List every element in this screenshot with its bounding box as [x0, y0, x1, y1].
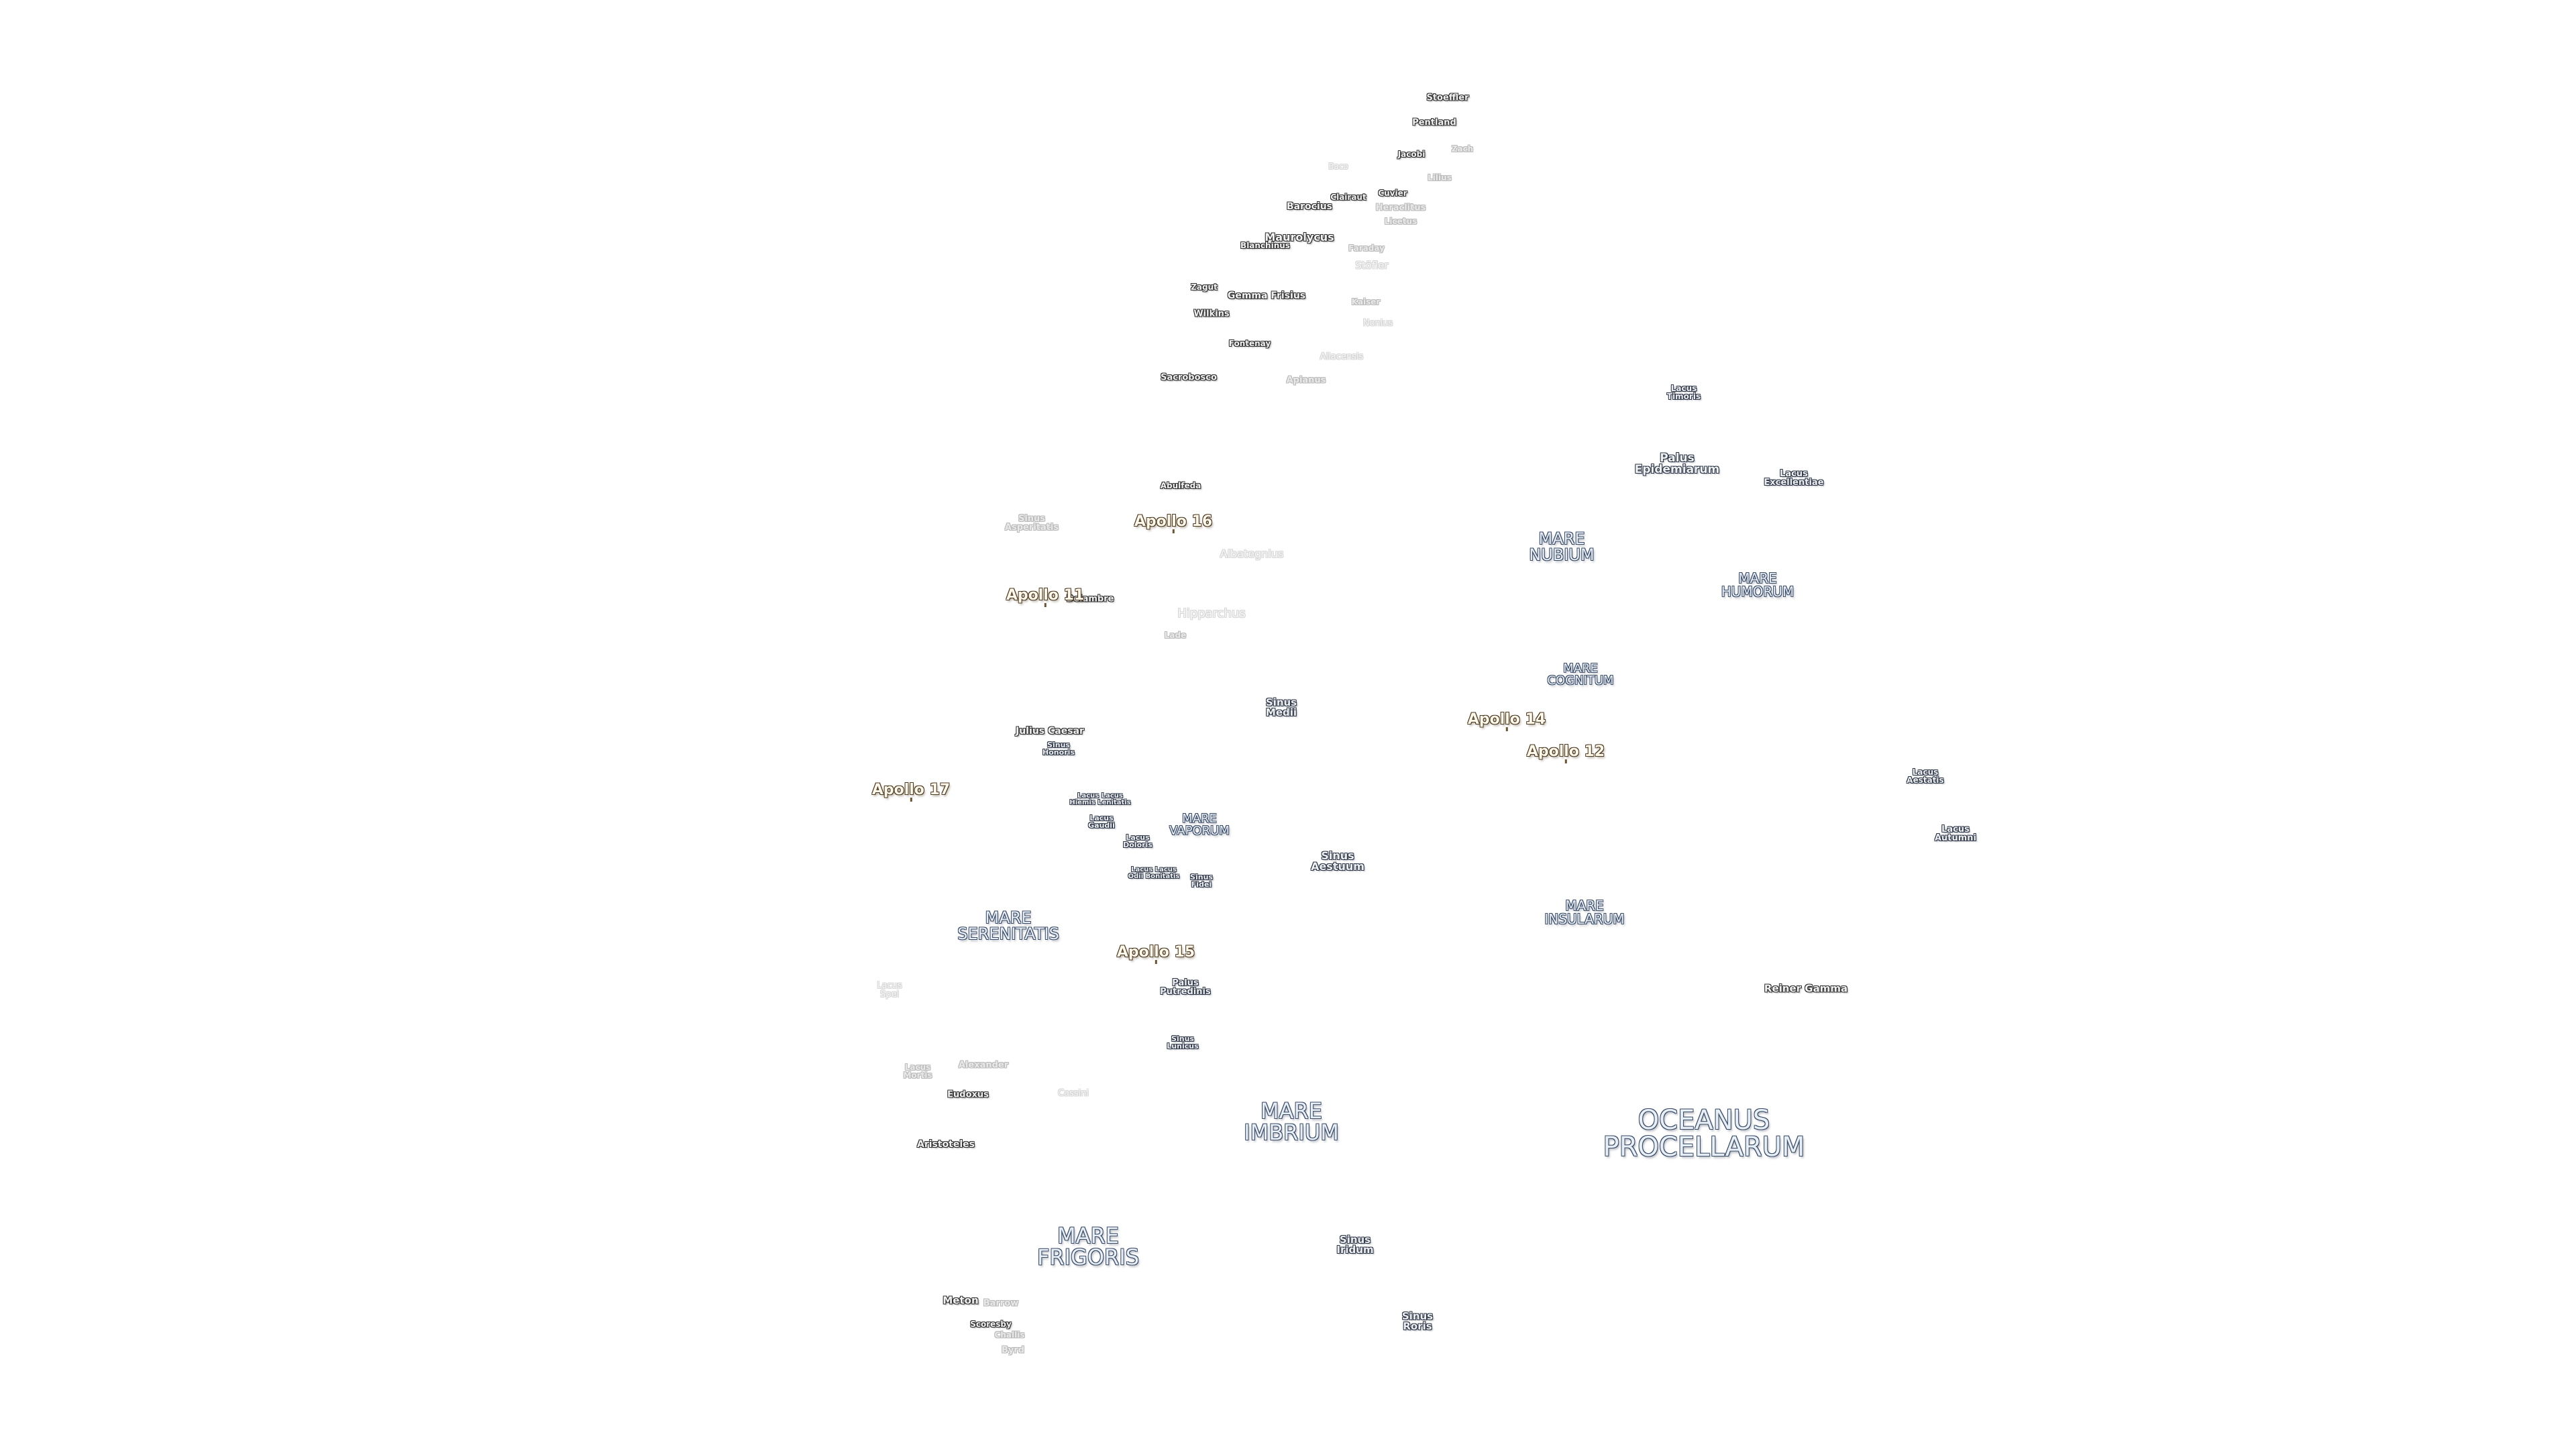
crater-jacobi-label: Jacobi — [1397, 150, 1426, 159]
sinus-honoris-label: Sinus Honoris — [1042, 741, 1075, 757]
crater-scoresby-label: Scoresby — [970, 1320, 1012, 1329]
lacus-hiemis-lenitatis-label: Lacus Lacus Hiemis Lenitatis — [1069, 792, 1131, 806]
crater-blanchinus-label: Blanchinus — [1240, 241, 1291, 250]
crater-stofler-label: Stöfler — [1355, 259, 1389, 272]
crater-delambre-label: Delambre — [1066, 594, 1114, 604]
sinus-iridum-label: Sinus Iridum — [1336, 1234, 1374, 1256]
sinus-aestuum-label: Sinus Aestuum — [1311, 849, 1365, 873]
lacus-autumni-label: Lacus Autumni — [1934, 824, 1977, 843]
crater-heraclitus-label: Heraclitus — [1375, 203, 1426, 213]
palus-epidemiarum-label: Palus Epidemiarum — [1634, 451, 1720, 476]
lacus-odii-bonitatis-label: Lacus Lacus Odii Bonitatis — [1128, 866, 1180, 880]
crater-stoeffler-label: Stoeffler — [1426, 93, 1469, 103]
crater-sacrobosco-label: Sacrobosco — [1161, 372, 1218, 383]
crater-apianus-label: Apianus — [1286, 375, 1326, 386]
mare-humorum-label: MARE HUMORUM — [1721, 570, 1794, 600]
crater-byrd-label: Byrd — [1001, 1345, 1025, 1356]
mare-nubium-label: MARE NUBIUM — [1529, 529, 1595, 564]
sinus-asperitatis-label: Sinus Asperitatis — [1004, 514, 1059, 533]
crater-challis-label: Challis — [994, 1330, 1025, 1340]
crater-pentland-label: Pentland — [1412, 117, 1457, 128]
lacus-excellentiae-label: Lacus Excellentiae — [1764, 469, 1824, 488]
crater-licetus-label: Licetus — [1384, 217, 1417, 226]
crater-eudoxus-label: Eudoxus — [947, 1089, 989, 1100]
crater-barocius-label: Barocius — [1286, 201, 1333, 212]
lacus-mortis-label: Lacus Mortis — [903, 1063, 932, 1080]
apollo-17-marker: Apollo 17 — [871, 782, 951, 802]
sinus-roris-label: Sinus Roris — [1401, 1310, 1434, 1332]
lacus-doloris-label: Lacus Doloris — [1123, 833, 1153, 849]
crater-baco-label: Baco — [1328, 162, 1349, 171]
crater-lade-label: Lade — [1164, 631, 1187, 640]
crater-hipparchus-label: Hipparchus — [1177, 606, 1246, 621]
palus-putredinis-label: Palus Putredinis — [1160, 978, 1211, 997]
sinus-medii-label: Sinus Medii — [1265, 696, 1297, 718]
lacus-timoris-label: Lacus Timoris — [1666, 384, 1701, 401]
sinus-lunicus-label: Sinus Lunicus — [1167, 1034, 1199, 1051]
crater-lilius-label: Lilius — [1428, 173, 1452, 182]
crater-zagut-label: Zagut — [1191, 282, 1218, 292]
crater-aristoteles-label: Aristoteles — [917, 1139, 975, 1150]
crater-abulfeda-label: Abulfeda — [1160, 481, 1201, 490]
crater-alexander-label: Alexander — [958, 1060, 1009, 1071]
mare-cognitum-label: MARE COGNITUM — [1547, 661, 1614, 688]
lacus-spei-label: Lacus Spei — [877, 981, 902, 1000]
crater-zach-label: Zach — [1451, 144, 1474, 154]
apollo-12-marker: Apollo 12 — [1526, 743, 1605, 763]
lacus-gaudii-label: Lacus Gaudii — [1088, 814, 1116, 830]
crater-cassini-label: Cassini — [1057, 1088, 1089, 1099]
crater-aliacensis-label: Aliacensis — [1320, 352, 1364, 362]
crater-kaiser-label: Kaiser — [1351, 297, 1381, 307]
crater-meton-label: Meton — [943, 1294, 979, 1307]
apollo-11-marker: Apollo 11 — [1006, 587, 1085, 607]
crater-clairaut-label: Clairaut — [1330, 193, 1366, 202]
crater-cuvier-label: Cuvier — [1378, 189, 1407, 198]
apollo-16-marker: Apollo 16 — [1134, 513, 1213, 533]
lacus-aestatis-label: Lacus Aestatis — [1907, 767, 1944, 785]
mare-serenitatis-label: MARE SERENITATIS — [957, 908, 1060, 943]
mare-imbrium-label: MARE IMBRIUM — [1244, 1098, 1340, 1145]
mare-insularum-label: MARE INSULARUM — [1544, 898, 1625, 927]
apollo-15-marker: Apollo 15 — [1116, 944, 1195, 964]
crater-faraday-label: Faraday — [1348, 244, 1385, 253]
crater-barrow-label: Barrow — [983, 1298, 1019, 1309]
mare-vaporum-label: MARE VAPORUM — [1169, 812, 1230, 838]
mare-frigoris-label: MARE FRIGORIS — [1036, 1223, 1140, 1270]
apollo-14-marker: Apollo 14 — [1467, 711, 1546, 731]
crater-maurolycus-label: Maurolycus — [1265, 231, 1334, 244]
crater-albategnius-label: Albategnius — [1220, 547, 1284, 560]
crater-gemma-frisius-label: Gemma Frisius — [1227, 290, 1306, 301]
oceanus-procellarum-label: OCEANUS PROCELLARUM — [1603, 1105, 1805, 1163]
crater-wilkins-label: Wilkins — [1193, 309, 1230, 319]
crater-reiner-gamma-label: Reiner Gamma — [1764, 982, 1848, 995]
sinus-fidei-label: Sinus Fidei — [1190, 873, 1214, 889]
crater-fontenay-label: Fontenay — [1228, 339, 1271, 348]
crater-julius-caesar-label: Julius Caesar — [1016, 726, 1085, 737]
crater-nonius-label: Nonius — [1362, 318, 1393, 329]
